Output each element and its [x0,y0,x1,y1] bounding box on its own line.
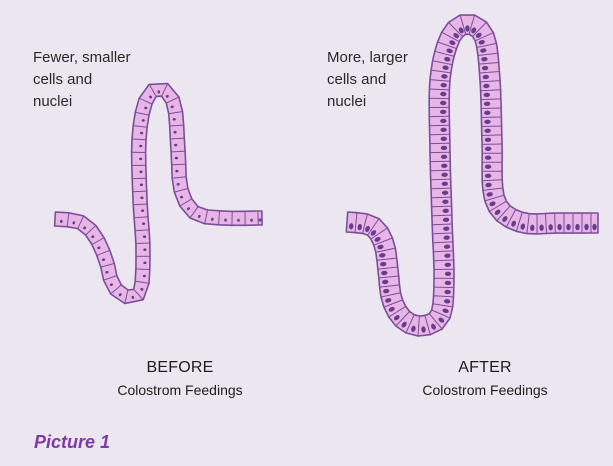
cell-divider [481,99,501,100]
cell-divider [432,206,452,207]
cell-divider [434,260,454,261]
cell-nucleus [465,25,469,31]
cell-divider [432,215,452,216]
cell-divider [482,135,502,136]
after-note: More, larger cells and nuclei [327,47,447,113]
cell-divider [430,170,450,171]
cell-nucleus [575,224,579,230]
cell-nucleus [592,224,596,230]
after-caption-title: AFTER [365,358,605,378]
cell-divider [171,151,185,152]
before-caption: BEFORE Colostrom Feedings [60,358,300,400]
after-caption-subtitle: Colostrom Feedings [365,380,605,400]
cell-nucleus [584,224,588,230]
cell-divider [431,188,451,189]
after-caption: AFTER Colostrom Feedings [365,358,605,400]
cell-divider [431,179,451,180]
cell-nucleus [485,155,491,159]
cell-nucleus [237,219,240,222]
cell-nucleus [445,272,451,276]
cell-divider [136,269,150,270]
cell-nucleus [139,158,142,161]
cell-divider [172,164,186,165]
cell-divider [555,213,556,233]
cell-divider [434,287,454,288]
cell-divider [430,125,450,126]
cell-divider [430,134,450,135]
cell-divider [133,204,147,205]
before-caption-subtitle: Colostrom Feedings [60,380,300,400]
cell-divider [481,108,501,109]
before-caption-title: BEFORE [60,358,300,378]
cell-nucleus [485,165,491,169]
cell-divider [481,117,501,118]
cell-divider [136,243,150,244]
cell-divider [133,191,147,192]
picture-title: Picture 1 [34,432,110,453]
before-note: Fewer, smaller cells and nuclei [33,47,183,113]
villus-outline [55,84,263,304]
cell-divider [431,197,451,198]
cell-nucleus [566,224,570,230]
cell-divider [482,126,502,127]
before-villus [55,84,263,304]
cell-divider [170,138,184,139]
